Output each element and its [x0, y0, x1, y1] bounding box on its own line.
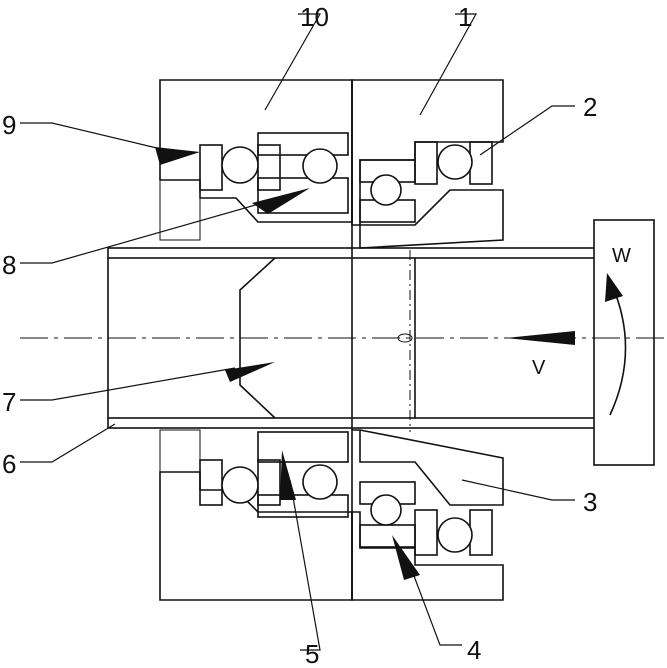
label-rotation-w: W [612, 245, 631, 267]
bottom-sleeve-part-3 [352, 430, 503, 505]
label-part-2: 2 [583, 92, 597, 122]
bearing-outer-right-bottom [415, 510, 492, 555]
leader-7 [20, 368, 235, 400]
label-part-4: 4 [467, 635, 481, 665]
arrow-8 [252, 188, 310, 214]
label-part-6: 6 [2, 449, 16, 479]
label-part-10: 10 [300, 2, 329, 32]
leader-9 [20, 123, 165, 150]
bearing-outer-right-top-part-2 [415, 142, 492, 184]
ball-8 [303, 149, 337, 183]
arrow-5 [280, 450, 296, 500]
leader-6 [20, 424, 115, 462]
v-arrow-head [505, 331, 575, 345]
label-part-8: 8 [2, 250, 16, 280]
leader-2 [480, 106, 575, 155]
bearing-outer-left-bottom [200, 460, 280, 505]
bearing-outer-left-top [200, 145, 280, 190]
label-part-3: 3 [583, 487, 597, 517]
leader-8 [20, 198, 280, 263]
label-part-9: 9 [2, 110, 16, 140]
bearing-small-right-top [360, 160, 415, 222]
label-velocity-v: V [532, 357, 546, 379]
housing-left-recess-bottom [160, 430, 200, 472]
bearing-small-right-bottom-part-4 [360, 482, 415, 547]
label-part-5: 5 [305, 639, 319, 668]
label-part-7: 7 [2, 387, 16, 417]
leader-5 [290, 480, 320, 650]
arrow-9 [155, 147, 200, 165]
leader-3 [462, 480, 575, 500]
arrow-7 [225, 362, 275, 382]
label-part-1: 1 [458, 2, 472, 32]
ball-9 [222, 147, 258, 183]
